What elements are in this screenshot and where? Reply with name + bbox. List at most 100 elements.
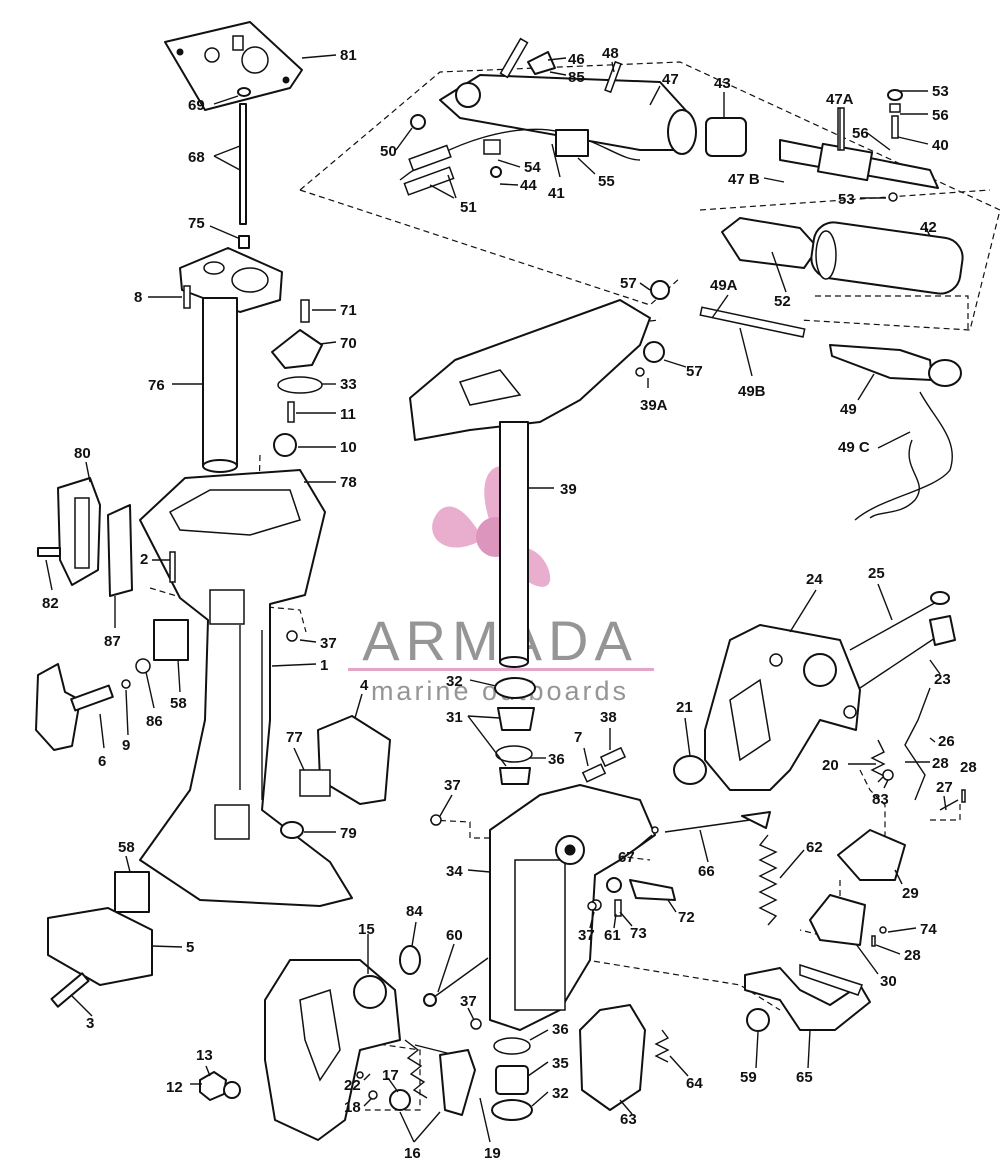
callout-37-d: 37: [460, 993, 477, 1010]
part-37-fittings: [286, 630, 597, 1030]
part-59-65-tilt-lever: [744, 963, 871, 1032]
callout-9: 9: [122, 737, 130, 754]
callout-46: 46: [568, 51, 585, 68]
callout-49: 49: [840, 401, 857, 418]
callout-41: 41: [548, 185, 565, 202]
callout-85: 85: [568, 69, 585, 86]
callout-84: 84: [406, 903, 423, 920]
callout-49B: 49B: [738, 383, 766, 400]
callout-8: 8: [134, 289, 142, 306]
callout-57-b: 57: [686, 363, 703, 380]
callout-54: 54: [524, 159, 541, 176]
part-39-steering-head: [409, 299, 651, 668]
callout-76: 76: [148, 377, 165, 394]
callout-47B: 47 B: [728, 171, 760, 188]
callout-47A: 47A: [826, 91, 854, 108]
callout-51: 51: [460, 199, 477, 216]
callout-87: 87: [104, 633, 121, 650]
part-49-switch: [699, 306, 962, 521]
callout-57: 57: [620, 275, 637, 292]
callout-75: 75: [188, 215, 205, 232]
callout-37-c: 37: [578, 927, 595, 944]
callout-70: 70: [340, 335, 357, 352]
callout-1: 1: [320, 657, 328, 674]
callout-3: 3: [86, 1015, 94, 1032]
callout-27: 27: [936, 779, 953, 796]
leader-lines: [45, 54, 947, 1143]
callout-12: 12: [166, 1079, 183, 1096]
callout-22: 22: [344, 1077, 361, 1094]
callout-79: 79: [340, 825, 357, 842]
callout-13: 13: [196, 1047, 213, 1064]
callout-23: 23: [934, 671, 951, 688]
callout-39: 39: [560, 481, 577, 498]
callout-20: 20: [822, 757, 839, 774]
callout-38: 38: [600, 709, 617, 726]
callout-40: 40: [932, 137, 949, 154]
callout-59: 59: [740, 1069, 757, 1086]
callout-11: 11: [340, 406, 356, 423]
part-5-clamp: [47, 907, 153, 1008]
part-80-side-cover: [37, 477, 133, 597]
callout-15: 15: [358, 921, 375, 938]
callout-33: 33: [340, 376, 357, 393]
callout-78: 78: [340, 474, 357, 491]
propeller-logo-icon: [432, 466, 551, 587]
part-21-knob: [673, 755, 707, 785]
callout-68: 68: [188, 149, 205, 166]
callout-73: 73: [630, 925, 647, 942]
callout-18: 18: [344, 1099, 361, 1116]
callout-31: 31: [446, 709, 463, 726]
part-47A-throttle-shaft: [779, 89, 939, 202]
callout-65: 65: [796, 1069, 813, 1086]
callout-21: 21: [676, 699, 693, 716]
callout-42: 42: [920, 219, 937, 236]
part-62-spring: [758, 834, 778, 926]
callout-56: 56: [932, 107, 949, 124]
part-58-pad-upper: [153, 619, 189, 661]
callout-72: 72: [678, 909, 695, 926]
part-81-gasket: [164, 21, 303, 111]
callout-49C: 49 C: [838, 439, 870, 456]
callout-10: 10: [340, 439, 357, 456]
callout-32-b: 32: [552, 1085, 569, 1102]
part-25-23-pin: [849, 591, 956, 689]
callout-39A: 39A: [640, 397, 668, 414]
callout-60: 60: [446, 927, 463, 944]
part-57-washers: [635, 280, 670, 377]
callout-36: 36: [548, 751, 565, 768]
callout-32: 32: [446, 673, 463, 690]
callout-28-b: 28: [960, 759, 977, 776]
parts-drawing: [35, 21, 966, 1141]
callout-50: 50: [380, 143, 397, 160]
part-60-84-bolt: [399, 945, 489, 1007]
callout-28-c: 28: [904, 947, 921, 964]
callout-62: 62: [806, 839, 823, 856]
part-58-pad-lower: [114, 871, 150, 913]
part-52-42-grips: [721, 217, 964, 295]
callout-82: 82: [42, 595, 59, 612]
callout-34: 34: [446, 863, 463, 880]
callout-30: 30: [880, 973, 897, 990]
callout-6: 6: [98, 753, 106, 770]
part-43-bushing: [705, 117, 747, 157]
callout-labels: 81 69 68 75 8 76 71 70 33 11 10 78 80 2 …: [42, 45, 977, 1162]
callout-35: 35: [552, 1055, 569, 1072]
callout-55: 55: [598, 173, 615, 190]
callout-67: 67: [618, 849, 635, 866]
callout-80: 80: [74, 445, 91, 462]
callout-19: 19: [484, 1145, 501, 1162]
callout-43: 43: [714, 75, 731, 92]
callout-24: 24: [806, 571, 823, 588]
part-16-19-tilt-assembly: [356, 1039, 476, 1116]
part-72-73-61-lock: [590, 877, 676, 917]
callout-58: 58: [170, 695, 187, 712]
callout-7: 7: [574, 729, 582, 746]
part-29-30-bracket: [809, 829, 906, 947]
callout-25: 25: [868, 565, 885, 582]
part-68-shaft: [237, 87, 251, 249]
callout-77: 77: [286, 729, 303, 746]
callout-66: 66: [698, 863, 715, 880]
